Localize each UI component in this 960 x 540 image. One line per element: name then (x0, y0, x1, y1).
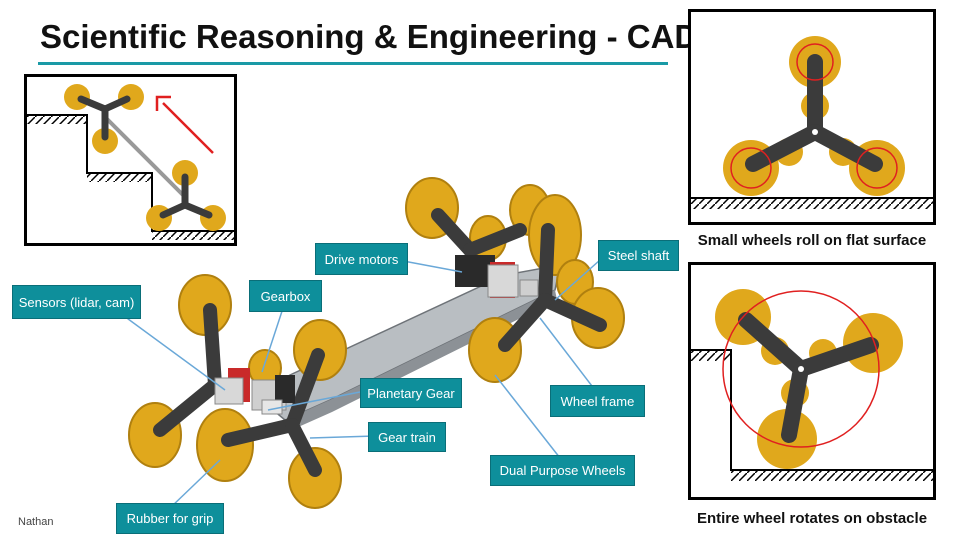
drive-motor-block (455, 255, 539, 298)
label-drive-motors: Drive motors (315, 243, 408, 275)
title-underline (38, 62, 668, 65)
author-name: Nathan (18, 516, 54, 528)
label-gear-train: Gear train (368, 422, 446, 452)
label-dual-purpose-wheels: Dual Purpose Wheels (490, 455, 635, 486)
label-gearbox: Gearbox (249, 280, 322, 312)
obstacle-illustration (691, 289, 933, 481)
label-steel-shaft: Steel shaft (598, 240, 679, 271)
flat-surface-panel (688, 9, 936, 225)
caption-flat-surface: Small wheels roll on flat surface (697, 232, 927, 249)
flat-surface-illustration (691, 36, 933, 209)
label-rubber-grip: Rubber for grip (116, 503, 224, 534)
label-wheel-frame: Wheel frame (550, 385, 645, 417)
stair-climb-illustration (27, 84, 234, 240)
obstacle-panel (688, 262, 936, 500)
page-title: Scientific Reasoning & Engineering - CAD (40, 18, 699, 55)
front-wheel-cluster (128, 274, 347, 509)
label-planetary-gear: Planetary Gear (360, 378, 462, 408)
rear-wheel-cluster (405, 177, 625, 383)
stair-climb-panel (24, 74, 237, 246)
gearbox-block (214, 368, 295, 415)
label-sensors: Sensors (lidar, cam) (12, 285, 141, 319)
caption-obstacle: Entire wheel rotates on obstacle (696, 510, 928, 527)
